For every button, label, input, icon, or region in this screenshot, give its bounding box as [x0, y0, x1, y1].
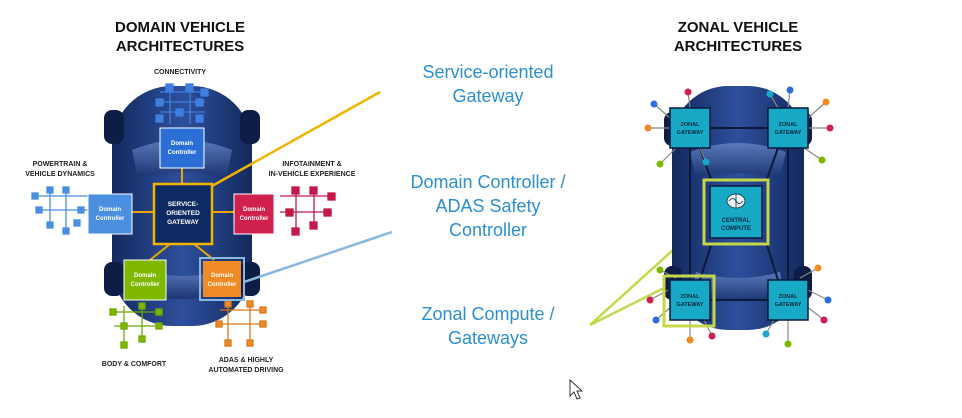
central-compute: CENTRAL COMPUTE: [702, 178, 770, 246]
callout-domain-line1: Domain Controller /: [410, 172, 565, 192]
body-comfort-network: [109, 302, 163, 349]
label-body-comfort: BODY & COMFORT: [102, 361, 167, 368]
callout-zonal-line2: Gateways: [448, 328, 528, 348]
svg-text:GATEWAY: GATEWAY: [167, 219, 199, 226]
svg-text:Controller: Controller: [240, 216, 269, 222]
svg-text:COMPUTE: COMPUTE: [721, 226, 751, 232]
label-powertrain-line2: VEHICLE DYNAMICS: [25, 171, 95, 178]
domain-callout-line: [243, 230, 393, 284]
adas-network: [215, 300, 267, 347]
service-oriented-gateway: SERVICE- ORIENTED GATEWAY: [152, 182, 214, 246]
domain-controller-body: Domain Controller: [123, 259, 167, 301]
svg-text:ZONAL: ZONAL: [681, 122, 701, 128]
svg-text:Controller: Controller: [208, 282, 237, 288]
svg-text:GATEWAY: GATEWAY: [775, 302, 802, 308]
zonal-callout-line-1: [589, 286, 665, 327]
zonal-gateway-front-right: ZONAL GATEWAY: [767, 107, 809, 149]
callout-domain-line3: Controller: [449, 220, 527, 240]
domain-controller-adas: Domain Controller: [199, 257, 245, 301]
label-adas-line2: AUTOMATED DRIVING: [208, 367, 284, 374]
svg-text:GATEWAY: GATEWAY: [677, 130, 704, 136]
callout-gateway-line1: Service-oriented: [422, 62, 553, 82]
svg-text:Domain: Domain: [211, 273, 233, 279]
label-adas-line1: ADAS & HIGHLY: [219, 357, 274, 364]
label-infotainment-line1: INFOTAINMENT &: [282, 161, 341, 168]
domain-controller-infotainment: Domain Controller: [233, 193, 275, 235]
svg-text:ORIENTED: ORIENTED: [166, 210, 200, 217]
mouse-cursor-icon: [569, 378, 584, 400]
svg-text:Domain: Domain: [99, 207, 121, 213]
label-infotainment-line2: IN-VEHICLE EXPERIENCE: [269, 171, 356, 178]
gateway-callout-line: [211, 90, 381, 188]
zonal-sensor-nodes: [644, 86, 834, 348]
infotainment-network: [280, 186, 336, 236]
svg-text:GATEWAY: GATEWAY: [677, 302, 704, 308]
domain-controller-powertrain: Domain Controller: [87, 193, 133, 235]
zonal-gateway-front-left: ZONAL GATEWAY: [669, 107, 711, 149]
zonal-gateway-rear-left: ZONAL GATEWAY: [662, 274, 716, 328]
svg-text:Domain: Domain: [243, 207, 265, 213]
label-powertrain-line1: POWERTRAIN &: [33, 161, 88, 168]
callout-gateway-line2: Gateway: [452, 86, 523, 106]
svg-text:Controller: Controller: [96, 216, 125, 222]
brain-icon: [726, 193, 746, 209]
svg-text:Domain: Domain: [134, 273, 156, 279]
svg-text:ZONAL: ZONAL: [779, 294, 799, 300]
right-title-line1: ZONAL VEHICLE: [678, 19, 799, 36]
svg-text:Controller: Controller: [131, 282, 160, 288]
zonal-backbone: [689, 127, 789, 301]
right-title-line2: ARCHITECTURES: [674, 38, 802, 55]
callout-domain-line2: ADAS Safety: [435, 196, 540, 216]
callout-zonal-line1: Zonal Compute /: [421, 304, 554, 324]
powertrain-network: [31, 186, 88, 235]
domain-controller-connectivity: Domain Controller: [159, 127, 205, 169]
svg-text:GATEWAY: GATEWAY: [775, 130, 802, 136]
label-connectivity: CONNECTIVITY: [154, 69, 206, 76]
svg-text:ZONAL: ZONAL: [681, 294, 701, 300]
svg-text:SERVICE-: SERVICE-: [168, 201, 199, 208]
svg-text:Domain: Domain: [171, 141, 193, 147]
zonal-gateway-rear-right: ZONAL GATEWAY: [767, 279, 809, 321]
left-title-line1: DOMAIN VEHICLE: [115, 19, 245, 36]
svg-text:Controller: Controller: [168, 150, 197, 156]
svg-text:CENTRAL: CENTRAL: [722, 218, 751, 224]
connectivity-network: [155, 83, 209, 124]
svg-text:ZONAL: ZONAL: [779, 122, 799, 128]
left-title-line2: ARCHITECTURES: [116, 38, 244, 55]
